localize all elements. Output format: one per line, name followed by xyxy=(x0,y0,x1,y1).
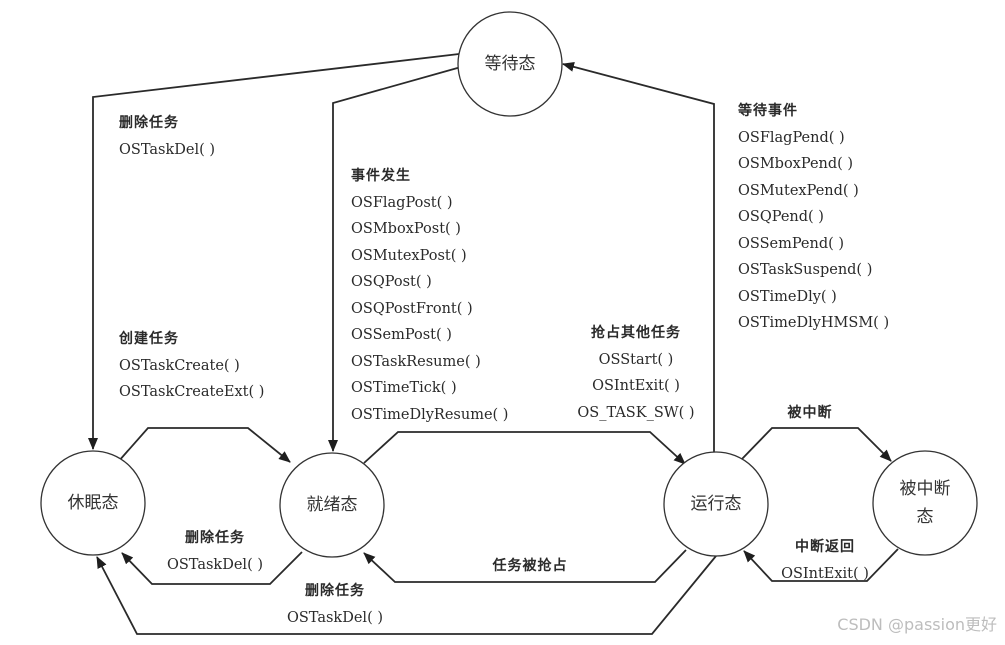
edge-ready-to-dormant xyxy=(121,551,303,585)
transition-function: OSTaskSuspend( ) xyxy=(738,262,873,278)
watermark: CSDN @passion更好 xyxy=(837,615,997,634)
state-running-label: 运行态 xyxy=(690,494,742,514)
transition-function: OSIntExit( ) xyxy=(592,378,680,394)
edge-running-to-ready xyxy=(363,549,687,583)
state-interrupted-label-line2: 态 xyxy=(916,507,934,527)
transition-function: OSFlagPost( ) xyxy=(351,194,453,211)
label-waiting-to-dormant: 删除任务 OSTaskDel( ) xyxy=(119,110,215,163)
transition-function: OSTimeDlyHMSM( ) xyxy=(738,315,890,331)
edge-waiting-to-dormant xyxy=(88,53,460,450)
transition-function: OSSemPost( ) xyxy=(351,327,452,343)
transition-title: 被中断 xyxy=(787,405,833,421)
transition-function: OSTimeDlyResume( ) xyxy=(351,406,509,423)
transition-function: OSStart( ) xyxy=(598,351,674,368)
transition-title: 删除任务 xyxy=(119,115,179,131)
label-running-to-interrupted: 被中断 xyxy=(760,400,860,427)
transition-function: OSTaskDel( ) xyxy=(119,141,216,158)
transition-title: 等待事件 xyxy=(738,103,798,119)
edge-interrupted-to-running xyxy=(743,548,899,582)
label-dormant-to-ready: 创建任务 OSTaskCreate( ) OSTaskCreateExt( ) xyxy=(119,326,264,406)
transition-title: 中断返回 xyxy=(795,539,855,555)
label-ready-to-running: 抢占其他任务 OSStart( ) OSIntExit( ) OS_TASK_S… xyxy=(556,320,716,426)
transition-title: 任务被抢占 xyxy=(492,558,568,574)
transition-function: OSIntExit( ) xyxy=(781,565,869,582)
edge-dormant-to-ready xyxy=(117,427,291,463)
label-interrupted-to-running: 中断返回 OSIntExit( ) xyxy=(770,534,880,587)
label-ready-to-dormant: 删除任务 OSTaskDel( ) xyxy=(150,525,280,578)
transition-function: OSTaskCreateExt( ) xyxy=(119,384,265,400)
transition-title: 抢占其他任务 xyxy=(591,325,681,341)
transition-title: 创建任务 xyxy=(119,331,179,347)
edge-running-to-dormant xyxy=(96,555,717,635)
transition-function: OSMboxPost( ) xyxy=(351,221,461,237)
transition-function: OSSemPend( ) xyxy=(738,235,845,252)
state-ready-label: 就绪态 xyxy=(306,495,358,515)
transition-function: OSTimeTick( ) xyxy=(351,380,457,396)
state-interrupted-circle xyxy=(872,450,978,556)
transition-title: 删除任务 xyxy=(185,530,245,546)
state-dormant-circle xyxy=(40,450,146,556)
transition-function: OSTimeDly( ) xyxy=(738,288,837,305)
edge-running-to-interrupted xyxy=(740,427,892,462)
state-running-circle xyxy=(663,451,769,557)
state-interrupted-label: 被中断 态 xyxy=(875,475,975,531)
transition-function: OSFlagPend( ) xyxy=(738,129,845,146)
transition-function: OSTaskResume( ) xyxy=(351,353,481,370)
transition-function: OSMboxPend( ) xyxy=(738,156,854,172)
state-ready-circle xyxy=(279,452,385,558)
transition-function: OSTaskDel( ) xyxy=(286,609,383,626)
transition-function: OSQPostFront( ) xyxy=(351,300,473,317)
transition-function: OSMutexPost( ) xyxy=(351,247,467,264)
edge-waiting-to-ready xyxy=(328,66,462,452)
label-running-to-ready: 任务被抢占 xyxy=(450,553,610,580)
transition-title: 事件发生 xyxy=(351,168,411,184)
state-waiting-label: 等待态 xyxy=(484,54,536,74)
label-running-to-dormant: 删除任务 OSTaskDel( ) xyxy=(270,578,400,631)
transition-function: OSMutexPend( ) xyxy=(738,182,859,199)
transition-function: OSTaskDel( ) xyxy=(166,556,263,573)
state-dormant-label: 休眠态 xyxy=(67,493,119,513)
state-interrupted-label-line1: 被中断 xyxy=(899,479,951,499)
label-waiting-to-ready: 事件发生 OSFlagPost( ) OSMboxPost( ) OSMutex… xyxy=(351,163,508,428)
transition-function: OS_TASK_SW( ) xyxy=(577,404,695,421)
state-waiting-circle xyxy=(457,11,563,117)
transition-function: OSTaskCreate( ) xyxy=(119,357,240,374)
edge-running-to-waiting xyxy=(562,61,715,452)
edge-ready-to-running xyxy=(363,431,686,465)
transition-title: 删除任务 xyxy=(305,583,365,599)
transition-function: OSQPost( ) xyxy=(351,274,432,290)
label-running-to-waiting: 等待事件 OSFlagPend( ) OSMboxPend( ) OSMutex… xyxy=(738,98,889,337)
transition-function: OSQPend( ) xyxy=(738,209,824,225)
